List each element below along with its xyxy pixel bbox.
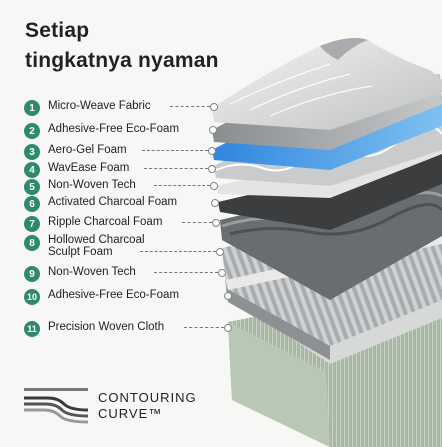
logo-text: CONTOURING CURVE™	[98, 390, 197, 421]
page-title: Setiap tingkatnya nyaman	[25, 16, 219, 76]
layer-number-badge: 9	[24, 266, 40, 282]
layer-number-badge: 10	[24, 289, 40, 305]
layer-label: Activated Charcoal Foam	[48, 196, 178, 208]
contour-wave-icon	[24, 388, 88, 424]
title-line-1: Setiap	[25, 19, 90, 42]
layer-item: 1 Micro-Weave Fabric	[24, 99, 151, 116]
layer-item: 8 Hollowed Charcoal Sculpt Foam	[24, 234, 168, 258]
layer-label: Aero-Gel Foam	[48, 144, 127, 156]
leader-line	[140, 251, 216, 252]
leader-line	[154, 272, 218, 273]
layer-item: 5 Non-Woven Tech	[24, 178, 136, 195]
layer-label: Non-Woven Tech	[48, 179, 136, 191]
callout-dot	[209, 126, 217, 134]
layer-number-badge: 4	[24, 162, 40, 178]
layer-label: Adhesive-Free Eco-Foam	[48, 123, 180, 135]
layer-number-badge: 11	[24, 321, 40, 337]
layer-item: 3 Aero-Gel Foam	[24, 143, 127, 160]
layer-item: 9 Non-Woven Tech	[24, 265, 136, 282]
layer-number-badge: 6	[24, 196, 40, 212]
leader-line	[154, 185, 210, 186]
callout-dot	[224, 324, 232, 332]
layer-number-badge: 8	[24, 235, 40, 251]
layer-number-badge: 5	[24, 179, 40, 195]
layer-item: 6 Activated Charcoal Foam	[24, 195, 177, 212]
layer-item: 2 Adhesive-Free Eco-Foam	[24, 122, 179, 139]
layer-label: Micro-Weave Fabric	[48, 100, 151, 112]
leader-line	[184, 327, 224, 328]
layer-number-badge: 7	[24, 216, 40, 232]
leader-line	[182, 222, 212, 223]
layer-number-badge: 2	[24, 123, 40, 139]
layer-item: 4 WavEase Foam	[24, 161, 129, 178]
title-line-2: tingkatnya nyaman	[25, 49, 219, 72]
layer-number-badge: 1	[24, 100, 40, 116]
layer-item: 7 Ripple Charcoal Foam	[24, 215, 162, 232]
layer-item: 11 Precision Woven Cloth	[24, 320, 164, 337]
callout-dot	[208, 165, 216, 173]
layer-label: Ripple Charcoal Foam	[48, 216, 163, 228]
callout-dot	[208, 147, 216, 155]
leader-line	[142, 150, 208, 151]
layer-label: WavEase Foam	[48, 162, 130, 174]
leader-line	[170, 106, 210, 107]
callout-dot	[210, 182, 218, 190]
layer-label: Adhesive-Free Eco-Foam	[48, 289, 180, 301]
callout-dot	[218, 269, 226, 277]
callout-dot	[224, 292, 232, 300]
contouring-curve-logo: CONTOURING CURVE™	[24, 386, 228, 426]
layer-number-badge: 3	[24, 144, 40, 160]
callout-dot	[212, 219, 220, 227]
layer-item: 10 Adhesive-Free Eco-Foam	[24, 288, 179, 305]
layer-1-shape	[212, 38, 442, 130]
layer-label: Precision Woven Cloth	[48, 321, 165, 333]
callout-dot	[211, 199, 219, 207]
callout-dot	[216, 248, 224, 256]
layer-label: Hollowed Charcoal Sculpt Foam	[48, 234, 145, 258]
layer-label: Non-Woven Tech	[48, 266, 136, 278]
callout-dot	[210, 103, 218, 111]
leader-line	[144, 168, 208, 169]
